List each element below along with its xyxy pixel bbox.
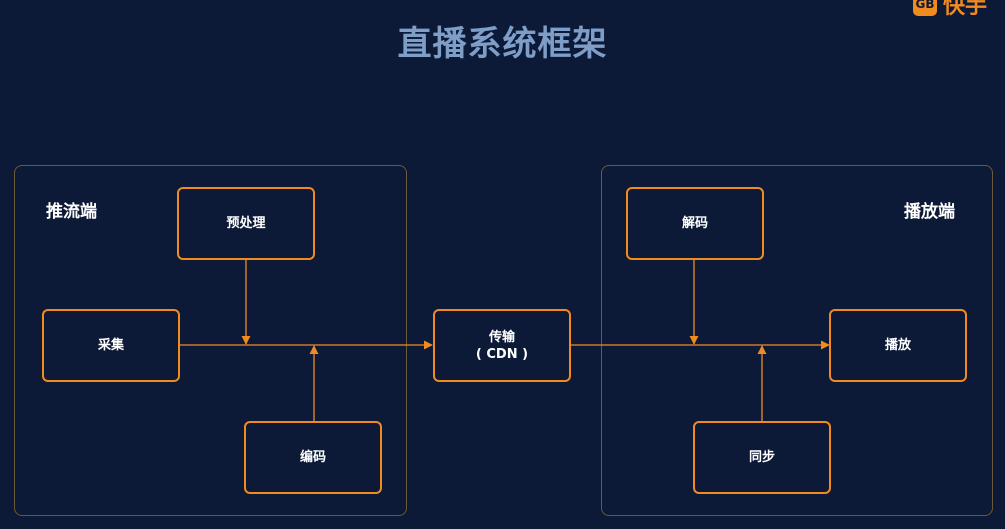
play-side-label: 播放端 xyxy=(904,202,955,222)
node-capture: 采集 xyxy=(42,309,180,382)
node-playback-label: 播放 xyxy=(884,338,911,353)
node-playback: 播放 xyxy=(829,309,967,382)
node-sync: 同步 xyxy=(693,421,831,494)
play-side-group xyxy=(601,165,993,516)
node-encode-label: 编码 xyxy=(299,450,326,465)
kuaishou-logo-icon: GB xyxy=(912,0,937,16)
node-decode-label: 解码 xyxy=(681,216,708,231)
push-side-label: 推流端 xyxy=(46,202,97,222)
node-transfer: 传输 ( CDN ) xyxy=(433,309,571,382)
node-transfer-sublabel: ( CDN ) xyxy=(475,346,529,362)
node-encode: 编码 xyxy=(244,421,382,494)
node-sync-label: 同步 xyxy=(748,450,775,465)
node-preprocess-label: 预处理 xyxy=(226,216,266,231)
node-decode: 解码 xyxy=(626,187,764,260)
brand-logo: GB 快手 xyxy=(912,0,987,20)
brand-name: 快手 xyxy=(942,0,987,19)
push-side-group xyxy=(14,165,407,516)
node-preprocess: 预处理 xyxy=(177,187,315,260)
node-capture-label: 采集 xyxy=(97,338,124,353)
node-transfer-label: 传输 xyxy=(488,329,515,345)
page-title: 直播系统框架 xyxy=(397,24,608,64)
